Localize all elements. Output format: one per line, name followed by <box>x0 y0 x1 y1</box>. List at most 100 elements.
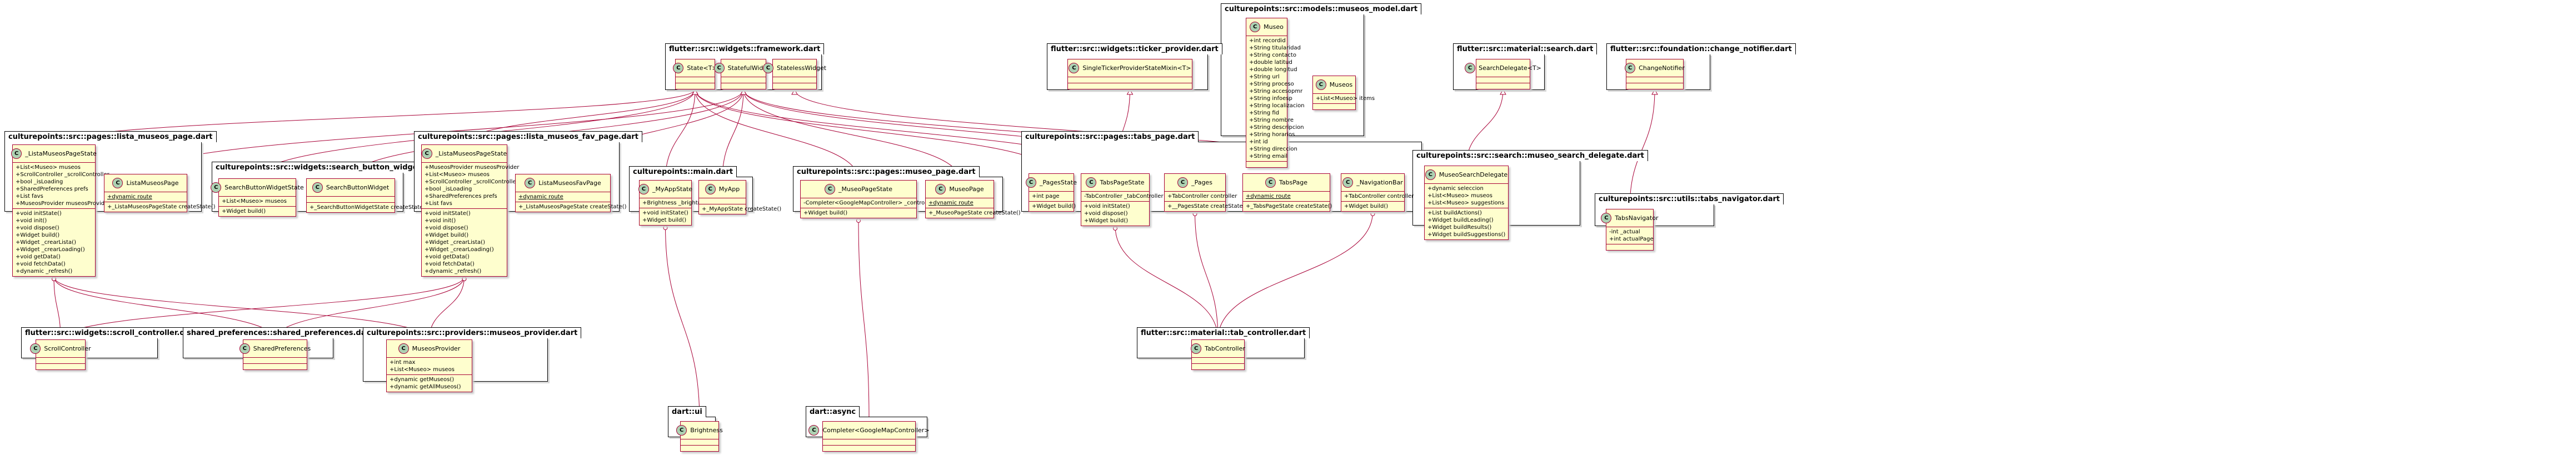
class-fields <box>1192 358 1244 364</box>
class-field: +int page <box>1032 193 1060 199</box>
class-methods <box>1192 364 1244 369</box>
class-my-app-state[interactable]: C_MyAppState+Brightness _brightness+void… <box>638 180 711 226</box>
class-name: MuseoPage <box>949 186 984 193</box>
class-name: _MyAppState <box>652 186 693 193</box>
class-name: _MuseoPageState <box>838 186 892 193</box>
class-fields <box>823 439 915 446</box>
class-method: +void fetchData() <box>16 261 66 267</box>
class-field: +int recordid <box>1249 38 1286 44</box>
class-fields: +dynamic route <box>516 192 610 202</box>
class-name: StatefulWidget <box>727 64 773 72</box>
class-field: +MuseosProvider museosProvider <box>16 201 111 207</box>
class-pages-state[interactable]: C_PagesState+int page+Widget build() <box>1026 173 1077 212</box>
association-end-marker <box>1370 212 1375 216</box>
class-name: TabsNavigator <box>1615 214 1659 222</box>
class-name: _ListaMuseosPageState <box>435 150 507 157</box>
package-title: culturepoints::src::search::museo_search… <box>1412 150 1648 161</box>
class-fields: +int recordid+String titularidad +String … <box>1246 36 1305 162</box>
class-fields <box>1626 77 1683 83</box>
class-method: +Widget build() <box>642 217 687 223</box>
class-field: +List<Museo> museos <box>390 367 455 373</box>
class-methods <box>721 83 766 89</box>
class-methods: +void initState()+void init()+void dispo… <box>13 209 95 276</box>
class-field: +String titularidad <box>1249 45 1301 51</box>
class-navigation-bar[interactable]: C_NavigationBar+TabController controller… <box>1341 173 1414 212</box>
package-title: flutter::src::widgets::ticker_provider.d… <box>1047 43 1222 54</box>
class-fields <box>773 77 816 83</box>
class-fields <box>36 358 85 364</box>
class-name: Museos <box>1329 81 1353 88</box>
class-icon: C <box>1069 63 1080 73</box>
class-pages[interactable]: C_Pages+TabController controller+__Pages… <box>1164 173 1247 212</box>
class-field: -Completer<GoogleMapController> _control… <box>803 200 934 206</box>
class-methods: +dynamic getMuseos()+dynamic getAllMuseo… <box>387 375 472 392</box>
class-name: ScrollController <box>44 345 91 352</box>
class-field: +String direccion <box>1249 146 1297 152</box>
class-name: _Pages <box>1191 179 1212 186</box>
class-methods <box>823 446 915 451</box>
class-icon: C <box>808 425 820 436</box>
package-title: flutter::src::widgets::framework.dart <box>665 43 825 54</box>
class-method: +dynamic _refresh() <box>16 268 73 274</box>
class-method: +Widget buildSuggestions() <box>1427 232 1506 238</box>
class-method: +__PagesState createState() <box>1167 203 1247 209</box>
class-fields <box>1068 77 1192 83</box>
class-field: +List<Museo> suggestions <box>1427 200 1505 206</box>
class-icon: C <box>1601 213 1612 223</box>
class-lista-museos-page-state[interactable]: C_ListaMuseosPageState+List<Museo> museo… <box>11 144 111 277</box>
class-icon: C <box>312 182 323 193</box>
class-name: ListaMuseosPage <box>126 179 179 187</box>
class-method: +void init() <box>425 218 456 224</box>
class-museo-page-state[interactable]: C_MuseoPageState-Completer<GoogleMapCont… <box>800 180 934 218</box>
class-name: _NavigationBar <box>1356 179 1403 186</box>
class-field: +int max <box>390 359 416 366</box>
class-method: +void initState() <box>642 210 688 216</box>
class-name: MuseosProvider <box>412 345 461 352</box>
class-method: +List buildActions() <box>1427 210 1482 216</box>
class-icon: C <box>421 148 432 159</box>
class-method: +Widget _crearLoading() <box>425 247 494 253</box>
class-icon: C <box>1177 177 1189 188</box>
class-method: +Widget build() <box>16 232 60 238</box>
class-fields <box>676 77 715 83</box>
class-method: +Widget buildResults() <box>1427 224 1492 231</box>
class-method: +_MuseoPageState createState() <box>928 210 1021 216</box>
class-name: State<T> <box>687 64 717 72</box>
class-method: +Widget build() <box>222 208 266 214</box>
class-method: +void initState() <box>1084 203 1130 209</box>
class-lista-museos-fav-page-state[interactable]: C_ListaMuseosPageState+MuseosProvider mu… <box>421 144 519 277</box>
package-title: culturepoints::main.dart <box>629 166 737 177</box>
class-name: _PagesState <box>1040 179 1077 186</box>
class-method: +_MyAppState createState() <box>702 206 782 212</box>
